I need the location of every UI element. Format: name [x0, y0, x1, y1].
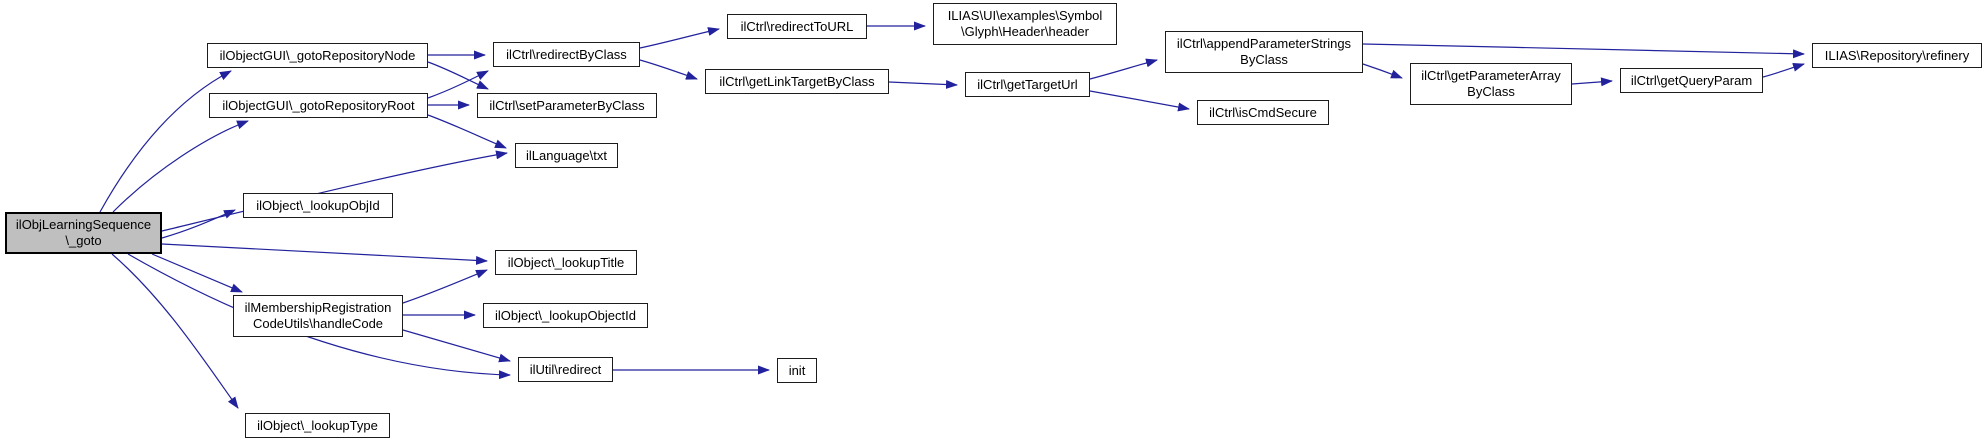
node-get-link-target-by-class[interactable]: ilCtrl\getLinkTargetByClass [705, 69, 889, 94]
node-lookup-title[interactable]: ilObject\_lookupTitle [495, 250, 637, 275]
edge-get-link-target-by-class-to-get-target-url [888, 80, 958, 89]
node-label: ilCtrl\getTargetUrl [977, 76, 1078, 92]
node-label: init [788, 362, 806, 378]
edge-goto-root-function-to-util-redirect [127, 253, 511, 380]
node-label: ilObject\_lookupObjectId [495, 307, 636, 323]
node-get-target-url[interactable]: ilCtrl\getTargetUrl [965, 72, 1090, 97]
node-label: ilLanguage\txt [526, 147, 607, 163]
node-repository-refinery[interactable]: ILIAS\Repository\refinery [1812, 43, 1982, 68]
node-label: ILIAS\UI\examples\Symbol [947, 8, 1103, 24]
node-label: ILIAS\Repository\refinery [1824, 47, 1970, 63]
node-label: ilObject\_lookupType [257, 417, 378, 433]
node-label: ilUtil\redirect [529, 361, 602, 377]
node-label: ByClass [1467, 84, 1515, 99]
node-goto-repository-node[interactable]: ilObjectGUI\_gotoRepositoryNode [207, 43, 428, 68]
node-label: ilCtrl\setParameterByClass [489, 97, 645, 113]
edge-goto-repository-node-to-set-parameter-by-class [427, 61, 489, 90]
edge-get-target-url-to-append-parameter-strings-by-class [1089, 58, 1158, 80]
edge-get-parameter-array-by-class-to-get-query-param [1571, 77, 1613, 87]
edge-redirect-by-class-to-redirect-to-url [639, 27, 720, 49]
node-goto-repository-root[interactable]: ilObjectGUI\_gotoRepositoryRoot [209, 93, 428, 118]
node-redirect-by-class[interactable]: ilCtrl\redirectByClass [493, 42, 640, 67]
edge-goto-root-function-to-goto-repository-node [99, 70, 232, 213]
node-label: ilCtrl\redirectByClass [506, 46, 627, 62]
edge-goto-root-function-to-lookup-type [111, 253, 239, 409]
edge-get-target-url-to-is-cmd-secure [1089, 90, 1190, 112]
node-label: ilObjectGUI\_gotoRepositoryRoot [222, 97, 415, 113]
edge-goto-root-function-to-lookup-title [161, 243, 488, 265]
node-symbol-glyph-header[interactable]: ILIAS\UI\examples\Symbol\Glyph\Header\he… [933, 3, 1117, 45]
node-label: ilCtrl\getLinkTargetByClass [719, 73, 875, 89]
node-init[interactable]: init [777, 358, 817, 383]
edge-goto-root-function-to-handle-code [151, 253, 243, 293]
edge-goto-root-function-to-language-txt [161, 150, 508, 232]
node-lookup-obj-id[interactable]: ilObject\_lookupObjId [243, 193, 393, 218]
edge-get-query-param-to-repository-refinery [1762, 62, 1805, 78]
edge-goto-repository-root-to-language-txt [427, 114, 507, 149]
edge-goto-repository-root-to-redirect-by-class [427, 70, 489, 99]
node-lookup-object-id[interactable]: ilObject\_lookupObjectId [483, 303, 648, 328]
node-label: ilCtrl\getQueryParam [1630, 72, 1753, 88]
node-set-parameter-by-class[interactable]: ilCtrl\setParameterByClass [477, 93, 657, 118]
node-is-cmd-secure[interactable]: ilCtrl\isCmdSecure [1197, 100, 1329, 125]
node-label: ilObject\_lookupTitle [507, 254, 625, 270]
edge-goto-root-function-to-lookup-obj-id [161, 209, 236, 239]
node-label: \_goto [65, 233, 102, 248]
node-label: ilMembershipRegistration [244, 300, 392, 316]
edge-append-parameter-strings-by-class-to-get-parameter-array-by-class [1362, 63, 1403, 79]
node-label: ilCtrl\redirectToURL [740, 18, 854, 34]
node-util-redirect[interactable]: ilUtil\redirect [518, 357, 613, 382]
node-goto-root-function[interactable]: ilObjLearningSequence\_goto [5, 212, 162, 254]
node-lookup-type[interactable]: ilObject\_lookupType [245, 413, 390, 438]
edge-append-parameter-strings-by-class-to-repository-refinery [1362, 43, 1805, 59]
node-label: ilObjectGUI\_gotoRepositoryNode [219, 47, 416, 63]
edge-goto-root-function-to-goto-repository-root [112, 120, 249, 213]
node-label: \Glyph\Header\header [961, 24, 1089, 39]
edge-redirect-by-class-to-get-link-target-by-class [639, 59, 698, 80]
node-label: CodeUtils\handleCode [252, 316, 384, 331]
node-label: ilCtrl\appendParameterStrings [1176, 36, 1352, 52]
node-language-txt[interactable]: ilLanguage\txt [515, 143, 618, 168]
node-label: ilObject\_lookupObjId [256, 197, 380, 213]
node-label: ByClass [1240, 52, 1288, 67]
edge-handle-code-to-lookup-title [402, 269, 488, 304]
node-get-query-param[interactable]: ilCtrl\getQueryParam [1620, 68, 1763, 93]
edge-handle-code-to-util-redirect [402, 329, 511, 363]
node-label: ilCtrl\isCmdSecure [1209, 104, 1317, 120]
node-label: ilObjLearningSequence [15, 217, 152, 233]
node-label: ilCtrl\getParameterArray [1421, 68, 1561, 84]
node-redirect-to-url[interactable]: ilCtrl\redirectToURL [727, 14, 867, 39]
